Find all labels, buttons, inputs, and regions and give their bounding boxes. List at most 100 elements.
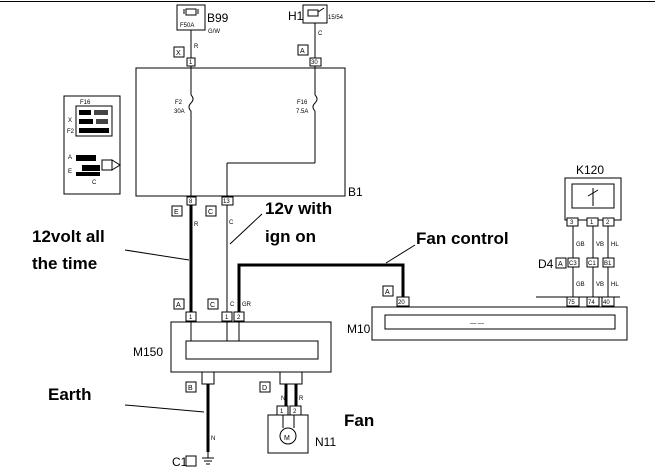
k120-sensor-symbol [571, 183, 615, 209]
connector-e [171, 205, 183, 217]
m10-pin-40 [601, 296, 615, 307]
svg-text:C: C [229, 220, 234, 226]
svg-text:B1: B1 [604, 261, 612, 267]
svg-text:A: A [176, 302, 181, 309]
svg-text:R: R [299, 396, 304, 402]
svg-text:GB: GB [576, 242, 585, 248]
svg-text:7.5A: 7.5A [296, 109, 308, 115]
svg-text:C3: C3 [569, 261, 577, 267]
svg-text:30A: 30A [174, 109, 185, 115]
svg-text:2: 2 [606, 220, 610, 226]
svg-text:VB: VB [596, 242, 604, 248]
svg-text:1: 1 [280, 409, 284, 415]
svg-text:30: 30 [311, 60, 318, 66]
connector-a-top [297, 44, 309, 56]
svg-text:HL: HL [611, 282, 619, 288]
svg-text:13: 13 [223, 199, 230, 205]
connector-a-m10 [382, 285, 394, 297]
connector-d [259, 381, 271, 393]
svg-text:1: 1 [189, 60, 193, 66]
svg-text:2: 2 [293, 409, 297, 415]
b1-label: B1 [348, 185, 363, 199]
label-fan: Fan [344, 411, 374, 430]
label-12v-permanent-1: 12volt all [32, 227, 105, 246]
svg-text:C: C [210, 302, 215, 309]
svg-text:D: D [262, 385, 267, 392]
d4-label: D4 [538, 257, 554, 271]
h1-pin-box [309, 57, 322, 67]
svg-text:C: C [208, 209, 213, 216]
f16-fuse [226, 68, 318, 196]
m10-pin-20 [396, 296, 410, 307]
svg-text:E: E [68, 169, 72, 175]
svg-text:1: 1 [590, 220, 594, 226]
label-earth: Earth [48, 385, 91, 404]
h1-label: H1 [288, 9, 304, 23]
c1-connector-box [185, 455, 197, 467]
svg-text:A: A [300, 48, 305, 55]
b99-code: G/W [208, 29, 220, 35]
svg-text:A: A [558, 261, 563, 268]
svg-text:F2: F2 [67, 129, 75, 135]
m150-inner-block [185, 340, 319, 360]
n11-label: N11 [315, 435, 336, 449]
svg-text:VB: VB [596, 282, 604, 288]
svg-text:X: X [68, 118, 72, 124]
svg-text:1: 1 [189, 315, 193, 321]
svg-text:N: N [211, 436, 215, 442]
svg-text:X: X [176, 50, 181, 57]
svg-text:N: N [281, 396, 285, 402]
m10-pin-74 [586, 296, 600, 307]
svg-text:GR: GR [242, 302, 252, 308]
m10-label: M10 [347, 322, 371, 336]
label-fan-control: Fan control [416, 229, 509, 248]
wire-fan-control [237, 263, 405, 312]
connector-b [185, 381, 197, 393]
svg-text:A: A [385, 289, 390, 296]
svg-text:C1: C1 [588, 261, 596, 267]
m150-bottom-plug-d [279, 371, 303, 385]
svg-text:1: 1 [225, 315, 229, 321]
svg-text:75: 75 [568, 300, 575, 306]
earth-ground-icon [202, 452, 214, 465]
svg-text:20: 20 [398, 300, 405, 306]
c1-label: C1 [172, 455, 188, 469]
b99-fuse-text: F50A [180, 23, 194, 29]
svg-text:HL: HL [611, 242, 619, 248]
pointer-12v-permanent [124, 249, 190, 261]
svg-text:B: B [188, 385, 193, 392]
pointer-earth [124, 404, 205, 413]
m10-pin-75 [566, 296, 580, 307]
pointer-fan-control [385, 244, 416, 264]
m10-connector-block [384, 314, 616, 330]
label-12v-ignition-2: ign on [265, 227, 316, 246]
svg-text:GB: GB [576, 282, 585, 288]
svg-text:F16: F16 [297, 100, 308, 106]
connector-c-m150 [207, 298, 219, 310]
pointer-12v-ignition [229, 213, 263, 245]
k120-label: K120 [576, 163, 604, 177]
svg-text:40: 40 [603, 300, 610, 306]
connector-c [205, 205, 217, 217]
svg-text:—·—: —·— [470, 321, 484, 327]
svg-text:C: C [92, 180, 97, 186]
svg-text:C: C [230, 302, 235, 308]
f2-fuse [188, 68, 194, 196]
connector-a-d4 [555, 257, 567, 269]
m150-label: M150 [133, 345, 163, 359]
h1-code: 15/54 [328, 15, 344, 21]
b1-fuse-box [135, 67, 346, 197]
h1-ignition-switch [302, 4, 328, 24]
svg-text:F16: F16 [80, 100, 91, 106]
b99-pin-box [186, 57, 196, 67]
b99-battery: F50A [176, 4, 206, 31]
svg-text:3: 3 [570, 220, 574, 226]
connector-a-m150 [173, 298, 185, 310]
svg-text:74: 74 [588, 300, 595, 306]
label-12v-ignition-1: 12v with [265, 199, 332, 218]
label-12v-permanent-2: the time [32, 254, 97, 273]
svg-text:R: R [194, 222, 199, 228]
svg-text:2: 2 [237, 315, 241, 321]
svg-text:R: R [194, 44, 199, 50]
